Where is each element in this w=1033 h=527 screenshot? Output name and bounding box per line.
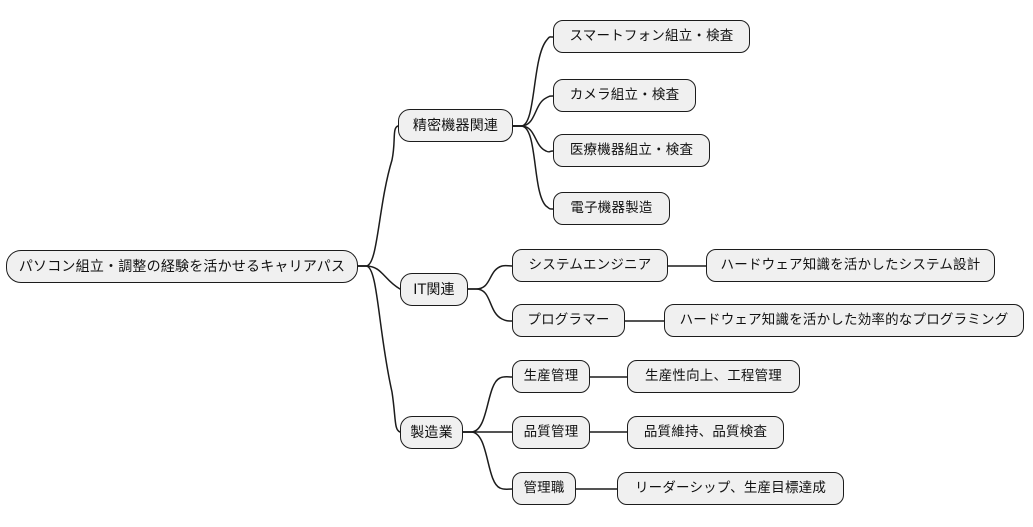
node-detail-programming[interactable]: ハードウェア知識を活かした効率的なプログラミング [664,304,1024,337]
node-leaf-medical-label: 医療機器組立・検査 [569,141,694,158]
node-leaf-quality-control-label: 品質管理 [523,423,579,440]
node-leaf-system-engineer-label: システムエンジニア [528,256,652,273]
node-leaf-management-label: 管理職 [523,479,565,496]
node-branch-manufacturing-label: 製造業 [410,424,453,441]
node-branch-it-label: IT関連 [413,281,455,298]
link-precision-to-camera [512,95,554,127]
node-leaf-production-control[interactable]: 生産管理 [512,360,590,393]
node-leaf-smartphone-label: スマートフォン組立・検査 [569,27,734,44]
node-leaf-camera-label: カメラ組立・検査 [569,86,680,103]
node-leaf-camera[interactable]: カメラ組立・検査 [553,79,696,112]
node-leaf-system-engineer[interactable]: システムエンジニア [512,249,668,282]
node-leaf-smartphone[interactable]: スマートフォン組立・検査 [553,20,750,53]
node-detail-productivity-label: 生産性向上、工程管理 [645,367,782,384]
node-leaf-programmer-label: プログラマー [527,311,610,328]
node-leaf-production-control-label: 生産管理 [523,367,579,384]
node-leaf-electronics[interactable]: 電子機器製造 [553,192,670,225]
node-branch-precision[interactable]: 精密機器関連 [398,109,513,142]
node-detail-leadership[interactable]: リーダーシップ、生産目標達成 [617,472,844,505]
node-leaf-quality-control[interactable]: 品質管理 [512,416,590,449]
node-detail-system-design[interactable]: ハードウェア知識を活かしたシステム設計 [706,249,995,282]
node-detail-leadership-label: リーダーシップ、生産目標達成 [634,479,827,496]
link-root-to-manufacturing [357,265,401,433]
link-root-to-precision [357,125,399,267]
node-branch-it[interactable]: IT関連 [400,273,468,306]
node-root[interactable]: パソコン組立・調整の経験を活かせるキャリアパス [6,250,358,283]
node-detail-productivity[interactable]: 生産性向上、工程管理 [627,360,800,393]
link-it-to-programmer [467,288,513,322]
node-branch-manufacturing[interactable]: 製造業 [400,416,463,449]
node-detail-programming-label: ハードウェア知識を活かした効率的なプログラミング [679,311,1009,328]
node-leaf-medical[interactable]: 医療機器組立・検査 [553,134,710,167]
link-precision-to-smartphone [512,36,554,127]
node-branch-precision-label: 精密機器関連 [412,117,499,134]
link-precision-to-medical [512,125,554,153]
node-leaf-programmer[interactable]: プログラマー [512,304,625,337]
link-precision-to-electronics [512,125,554,210]
node-detail-quality-label: 品質維持、品質検査 [643,423,768,440]
link-it-to-system-engineer [467,264,513,290]
node-detail-quality[interactable]: 品質維持、品質検査 [627,416,784,449]
node-root-label: パソコン組立・調整の経験を活かせるキャリアパス [18,258,346,275]
link-root-to-it [357,265,401,290]
link-manufacturing-to-management [462,431,513,490]
node-leaf-management[interactable]: 管理職 [512,472,576,505]
node-leaf-electronics-label: 電子機器製造 [570,199,653,216]
link-manufacturing-to-production [462,376,513,433]
node-detail-system-design-label: ハードウェア知識を活かしたシステム設計 [720,256,981,273]
